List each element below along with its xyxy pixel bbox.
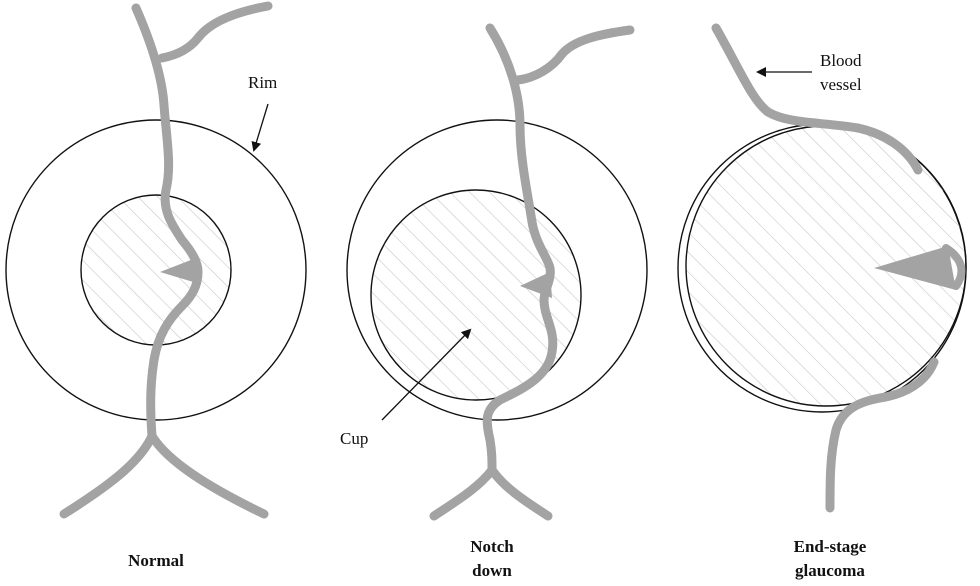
caption-end-line2: glaucoma [795, 561, 865, 580]
blood-vessel-label-line1: Blood [820, 51, 862, 70]
normal-vessel-fork-left [64, 436, 152, 514]
cup-label: Cup [340, 429, 368, 448]
rim-label: Rim [248, 73, 277, 92]
notch-vessel-branch-top [518, 30, 630, 80]
normal-vessel-fork-right [152, 436, 264, 514]
caption-notch-line2: down [472, 561, 512, 580]
panel-end-stage: Blood vessel End-stage glaucoma [678, 28, 966, 580]
caption-notch-line1: Notch [470, 537, 514, 556]
caption-normal: Normal [128, 551, 184, 570]
panel-normal: Rim Normal [6, 6, 306, 570]
normal-vessel-branch-top [162, 6, 268, 58]
notch-vessel-fork-left [434, 470, 492, 516]
rim-pointer-arrow [254, 104, 268, 150]
panel-notch-down: Cup Notch down [340, 28, 647, 580]
normal-cup-circle [81, 195, 231, 345]
caption-end-line1: End-stage [794, 537, 867, 556]
blood-vessel-label-line2: vessel [820, 75, 862, 94]
notch-vessel-fork-right [492, 470, 548, 516]
